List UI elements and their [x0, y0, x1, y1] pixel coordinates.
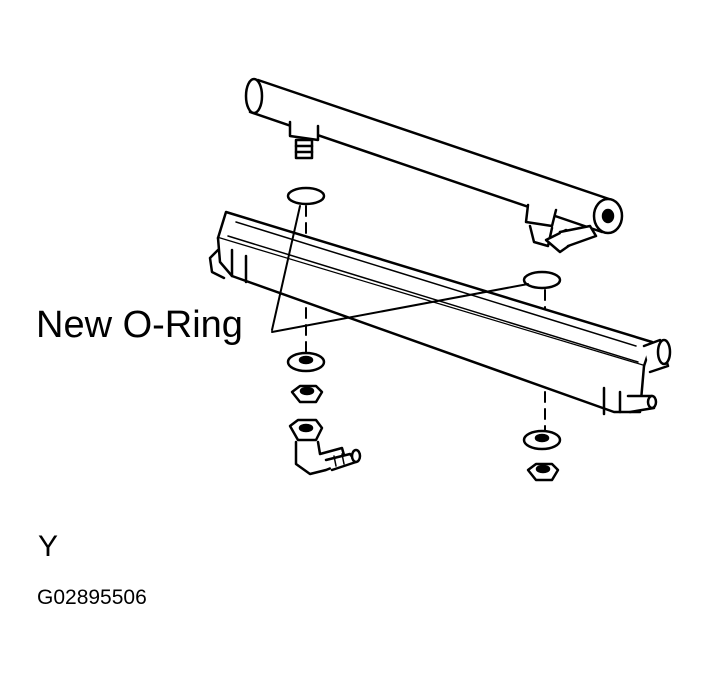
hardware-stack-right	[522, 429, 562, 482]
fuel-rail	[244, 77, 624, 235]
fuel-rail-port-right	[524, 203, 598, 254]
elbow-fitting	[288, 418, 362, 476]
hardware-stack-left	[286, 351, 326, 404]
o-ring-upper-right	[522, 270, 562, 290]
o-ring-upper-left	[286, 186, 326, 206]
callout-leaders	[271, 205, 529, 333]
fuel-manifold-body	[208, 210, 658, 416]
manifold-end-fitting	[642, 338, 672, 374]
new-o-ring-callout: New O-Ring	[36, 304, 243, 346]
view-letter: Y	[38, 530, 59, 563]
fuel-rail-port-left	[288, 120, 320, 160]
figure-id: G02895506	[37, 586, 147, 609]
